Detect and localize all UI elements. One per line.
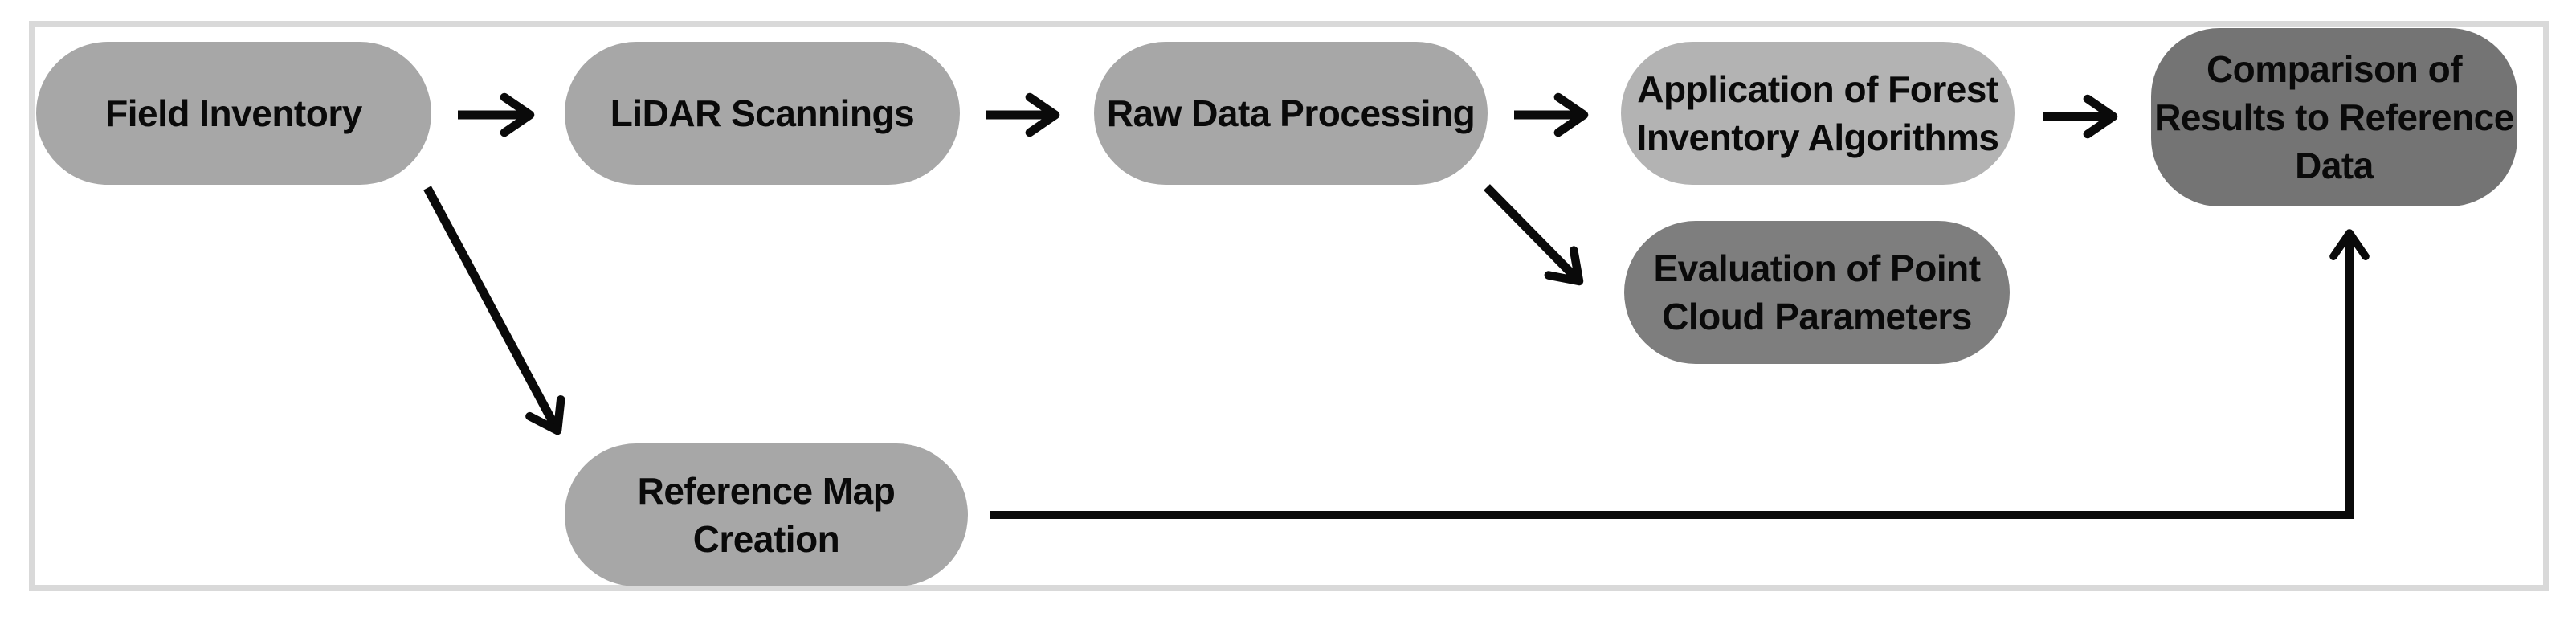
node-reference-map-creation-label: Reference Map Creation — [637, 470, 896, 560]
node-field-inventory-label: Field Inventory — [105, 92, 362, 134]
node-field-inventory: Field Inventory — [36, 42, 431, 185]
node-evaluation-of-point-cloud-parameters: Evaluation of Point Cloud Parameters — [1624, 221, 2010, 364]
node-lidar-scannings: LiDAR Scannings — [565, 42, 960, 185]
node-raw-data-processing: Raw Data Processing — [1094, 42, 1488, 185]
node-raw-data-processing-label: Raw Data Processing — [1106, 92, 1476, 134]
node-application-of-forest-inventory-algorithms: Application of Forest Inventory Algorith… — [1621, 42, 2015, 185]
node-comparison-of-results-to-reference-data: Comparison of Results to Reference Data — [2151, 28, 2517, 206]
node-comparison-of-results-to-reference-data-label: Comparison of Results to Reference Data — [2154, 48, 2514, 186]
node-lidar-scannings-label: LiDAR Scannings — [610, 92, 915, 134]
node-application-of-forest-inventory-algorithms-label: Application of Forest Inventory Algorith… — [1636, 68, 1999, 158]
node-reference-map-creation: Reference Map Creation — [565, 443, 968, 586]
node-evaluation-of-point-cloud-parameters-label: Evaluation of Point Cloud Parameters — [1653, 247, 1981, 337]
